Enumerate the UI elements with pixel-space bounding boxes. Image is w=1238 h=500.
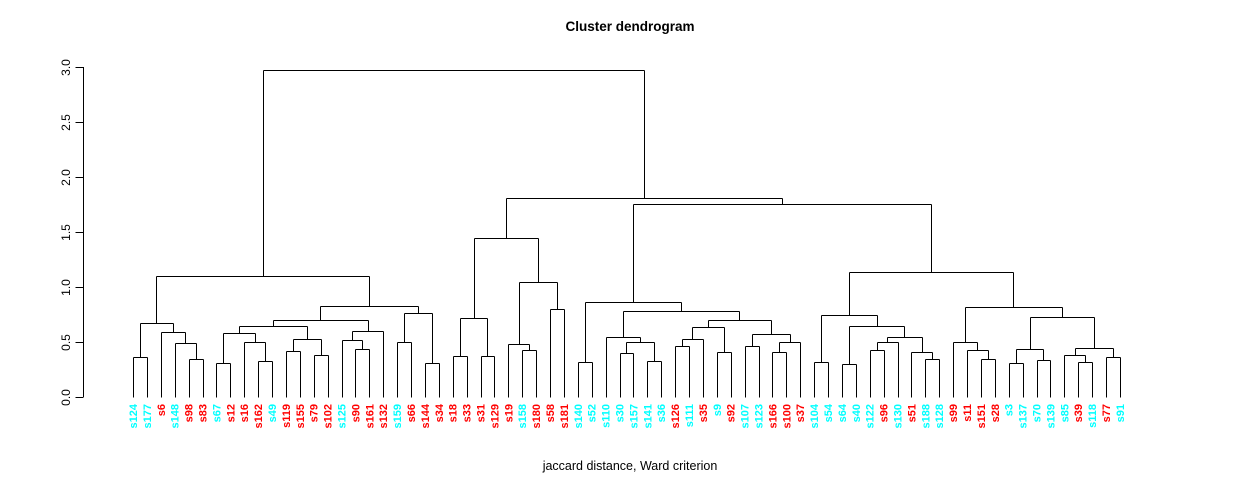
leaf-label-s99: s99	[948, 404, 960, 422]
leaf-label-s9: s9	[712, 404, 724, 416]
leaf-label-s107: s107	[740, 404, 752, 428]
leaf-label-s132: s132	[378, 404, 390, 428]
leaf-label-s12: s12	[225, 404, 237, 422]
y-tick-label: 2.5	[59, 114, 73, 131]
leaf-label-s111: s111	[684, 404, 696, 427]
leaf-label-s83: s83	[198, 404, 210, 422]
leaf-label-s188: s188	[920, 404, 932, 428]
leaf-label-s126: s126	[670, 404, 682, 428]
leaf-label-s66: s66	[406, 404, 418, 422]
leaf-label-s16: s16	[239, 404, 251, 422]
leaf-label-s123: s123	[754, 404, 766, 428]
leaf-label-s79: s79	[309, 404, 321, 422]
leaf-label-s137: s137	[1018, 404, 1030, 428]
leaf-label-s96: s96	[879, 404, 891, 422]
chart-caption: jaccard distance, Ward criterion	[542, 459, 718, 473]
leaf-label-s35: s35	[698, 404, 710, 422]
leaf-label-s30: s30	[615, 404, 627, 422]
leaf-label-s140: s140	[573, 404, 585, 428]
leaf-label-s92: s92	[726, 404, 738, 422]
leaf-label-s151: s151	[976, 404, 988, 428]
leaf-label-s85: s85	[1059, 404, 1071, 422]
leaf-label-s148: s148	[170, 404, 182, 428]
dendrogram-tree	[133, 70, 1121, 398]
leaf-label-s49: s49	[267, 404, 279, 422]
leaf-label-s158: s158	[517, 404, 529, 428]
leaf-label-s52: s52	[587, 404, 599, 422]
leaf-label-s40: s40	[851, 404, 863, 422]
leaf-label-s177: s177	[142, 404, 154, 428]
leaf-label-s31: s31	[476, 404, 488, 422]
leaf-label-s102: s102	[323, 404, 335, 428]
leaf-label-s11: s11	[962, 404, 974, 422]
leaf-label-s58: s58	[545, 404, 557, 422]
leaf-label-s28: s28	[990, 404, 1002, 422]
leaf-label-s144: s144	[420, 403, 432, 428]
leaf-label-s124: s124	[128, 403, 140, 428]
leaf-label-s36: s36	[656, 404, 668, 422]
leaf-label-s90: s90	[350, 404, 362, 422]
leaf-label-s141: s141	[642, 404, 654, 428]
leaf-label-s157: s157	[628, 404, 640, 428]
leaf-label-s104: s104	[809, 403, 821, 428]
leaf-label-s180: s180	[531, 404, 543, 428]
leaf-label-s100: s100	[781, 404, 793, 428]
leaf-label-s159: s159	[392, 404, 404, 428]
y-tick-label: 1.0	[59, 279, 73, 296]
leaf-label-s130: s130	[893, 404, 905, 428]
leaf-label-s91: s91	[1115, 404, 1127, 422]
leaf-label-s77: s77	[1101, 404, 1113, 422]
leaf-label-s119: s119	[281, 404, 293, 428]
dendrogram-lines	[133, 70, 1121, 398]
leaf-label-s166: s166	[767, 404, 779, 428]
leaf-label-s128: s128	[934, 404, 946, 428]
leaf-label-s39: s39	[1073, 404, 1085, 422]
leaf-label-s125: s125	[337, 404, 349, 428]
leaf-label-s3: s3	[1004, 404, 1016, 416]
leaf-label-s33: s33	[462, 404, 474, 422]
leaf-label-s37: s37	[795, 404, 807, 422]
y-tick-label: 1.5	[59, 224, 73, 241]
leaf-label-s18: s18	[448, 404, 460, 422]
leaf-label-s6: s6	[156, 404, 168, 416]
y-axis: 0.0 0.5 1.0 1.5 2.0 2.5 3.0	[59, 59, 84, 406]
leaf-label-s139: s139	[1045, 404, 1057, 428]
leaf-label-s34: s34	[434, 403, 446, 422]
y-tick-label: 3.0	[59, 59, 73, 76]
chart-title: Cluster dendrogram	[565, 19, 694, 34]
leaf-label-s54: s54	[823, 403, 835, 422]
leaf-label-s67: s67	[211, 404, 223, 422]
leaf-label-s64: s64	[837, 403, 849, 422]
leaf-label-s110: s110	[601, 404, 613, 428]
leaf-label-s98: s98	[184, 404, 196, 422]
leaf-label-s118: s118	[1087, 404, 1099, 428]
leaf-label-s19: s19	[503, 404, 515, 422]
leaf-label-s155: s155	[295, 404, 307, 428]
leaf-label-s161: s161	[364, 404, 376, 428]
leaf-label-s122: s122	[865, 404, 877, 428]
leaf-label-s181: s181	[559, 404, 571, 428]
leaf-label-s162: s162	[253, 404, 265, 428]
leaf-label-s70: s70	[1032, 404, 1044, 422]
y-tick-label: 0.0	[59, 389, 73, 406]
y-tick-label: 2.0	[59, 169, 73, 186]
y-tick-label: 0.5	[59, 334, 73, 351]
leaf-label-s129: s129	[489, 404, 501, 428]
leaf-label-s51: s51	[906, 404, 918, 422]
